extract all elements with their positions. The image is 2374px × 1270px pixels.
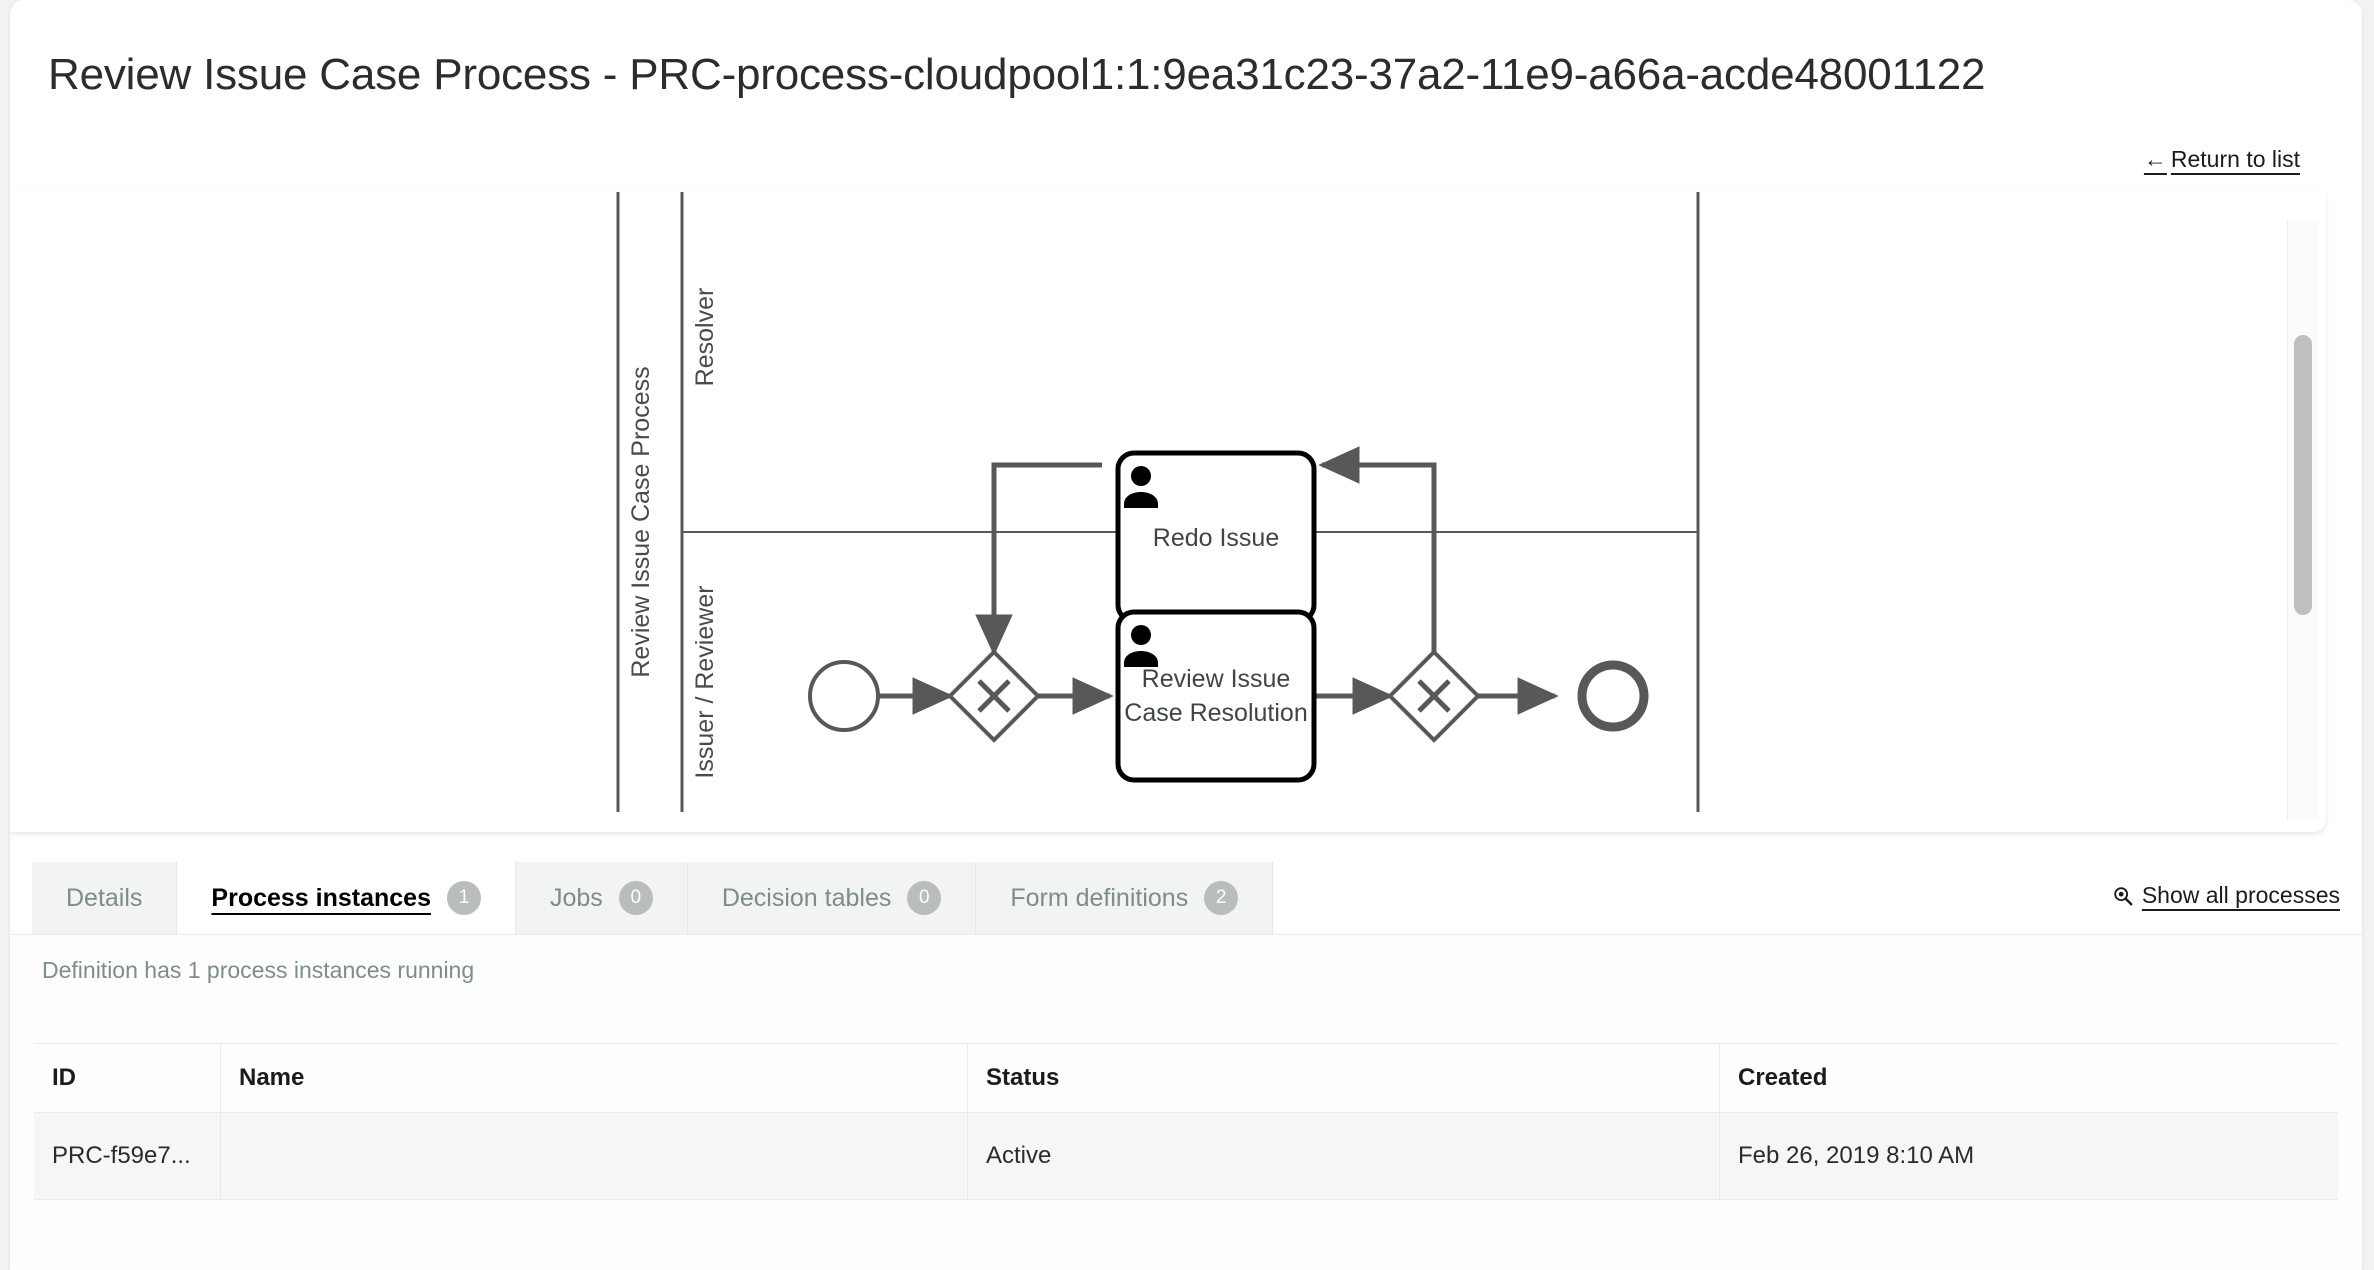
diagram-scrollbar-track[interactable] <box>2287 220 2318 820</box>
tab-jobs-label: Jobs <box>550 883 603 912</box>
tab-process-instances-label: Process instances <box>211 883 431 912</box>
tab-strip: Details Process instances 1 Jobs 0 Decis… <box>10 862 2362 934</box>
search-icon <box>2114 886 2133 905</box>
user-task-review-issue-case-resolution[interactable]: Review Issue Case Resolution <box>1115 609 1317 783</box>
user-task-icon <box>1124 466 1158 508</box>
column-header-status[interactable]: Status <box>967 1043 1720 1113</box>
show-all-processes-link[interactable]: Show all processes <box>2112 882 2340 909</box>
tab-process-instances-badge: 1 <box>447 881 481 915</box>
tab-details[interactable]: Details <box>32 862 178 934</box>
cell-name <box>220 1112 968 1200</box>
start-event[interactable] <box>808 660 880 732</box>
user-task-review-label-line2: Case Resolution <box>1124 699 1307 727</box>
process-instances-table: ID Name Status Created PRC-f59e7... Acti… <box>34 1043 2338 1200</box>
user-task-redo-issue-label: Redo Issue <box>1153 524 1279 552</box>
column-header-name[interactable]: Name <box>220 1043 968 1113</box>
table-header: ID Name Status Created <box>34 1043 2338 1113</box>
tab-jobs-badge: 0 <box>618 881 653 915</box>
table-body: PRC-f59e7... Active Feb 26, 2019 8:10 AM <box>34 1112 2338 1200</box>
lane-label-resolver: Resolver <box>691 288 719 387</box>
user-task-icon-2 <box>1124 625 1158 667</box>
return-to-list-link[interactable]: ←Return to list <box>2144 146 2300 173</box>
tab-form-definitions-badge: 2 <box>1204 881 1239 915</box>
table-header-row: ID Name Status Created <box>34 1043 2338 1113</box>
user-task-review-label-line1: Review Issue <box>1142 665 1291 693</box>
tab-process-instances[interactable]: Process instances 1 <box>177 862 516 934</box>
column-header-id[interactable]: ID <box>34 1043 221 1113</box>
show-all-processes-label: Show all processes <box>2141 882 2340 908</box>
cell-created: Feb 26, 2019 8:10 AM <box>1719 1112 2338 1200</box>
user-task-redo-issue[interactable]: Redo Issue <box>1115 450 1317 624</box>
pool-label: Review Issue Case Process <box>627 366 655 677</box>
tab-list: Details Process instances 1 Jobs 0 Decis… <box>32 862 1274 934</box>
tab-form-definitions-label: Form definitions <box>1010 883 1189 912</box>
column-header-created[interactable]: Created <box>1719 1043 2338 1113</box>
page-header: Review Issue Case Process - PRC-process-… <box>10 0 2362 212</box>
return-to-list-label: Return to list <box>2170 146 2300 172</box>
tab-form-definitions[interactable]: Form definitions 2 <box>976 862 1274 934</box>
exclusive-gateway-1[interactable] <box>947 649 1041 743</box>
page-title: Review Issue Case Process - PRC-process-… <box>48 50 1986 99</box>
tab-decision-tables-label: Decision tables <box>721 883 892 912</box>
flow-gateway2-to-redo-task <box>1318 446 1437 652</box>
diagram-scrollbar-thumb[interactable] <box>2294 335 2312 615</box>
running-instances-note: Definition has 1 process instances runni… <box>42 957 475 983</box>
tab-decision-tables-badge: 0 <box>907 881 942 915</box>
exclusive-gateway-2[interactable] <box>1387 649 1481 743</box>
diagram-panel: Review Issue Case Process Resolver Issue… <box>10 192 2326 832</box>
diagram-viewport[interactable]: Review Issue Case Process Resolver Issue… <box>10 192 2326 832</box>
cell-status: Active <box>967 1112 1720 1200</box>
tab-decision-tables[interactable]: Decision tables 0 <box>687 862 977 934</box>
bpmn-diagram[interactable]: Review Issue Case Process Resolver Issue… <box>10 192 2326 832</box>
page-card: Review Issue Case Process - PRC-process-… <box>10 0 2362 1270</box>
lane-label-issuer-reviewer: Issuer / Reviewer <box>691 585 719 778</box>
process-instances-panel: Definition has 1 process instances runni… <box>10 934 2362 1270</box>
end-event[interactable] <box>1577 660 1649 732</box>
tab-jobs[interactable]: Jobs 0 <box>516 862 688 934</box>
table-row[interactable]: PRC-f59e7... Active Feb 26, 2019 8:10 AM <box>34 1112 2338 1200</box>
left-arrow-icon: ← <box>2143 146 2167 172</box>
tab-details-label: Details <box>66 883 143 912</box>
flow-redo-task-to-gateway1 <box>975 462 1102 656</box>
cell-id: PRC-f59e7... <box>34 1112 221 1200</box>
